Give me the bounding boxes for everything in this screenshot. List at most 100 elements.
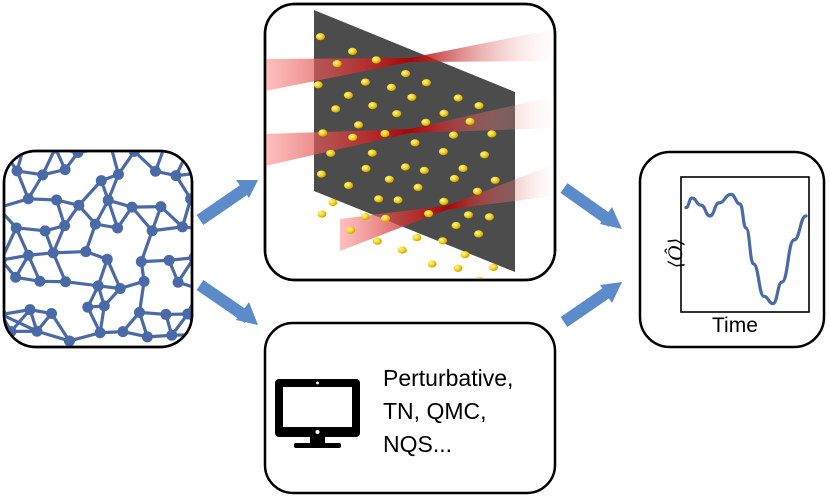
lattice-site	[160, 308, 172, 320]
flow-arrows	[196, 180, 622, 327]
atom	[412, 234, 422, 242]
atom	[367, 149, 377, 157]
atom	[460, 251, 470, 259]
atom	[360, 78, 370, 86]
atom	[384, 175, 394, 183]
lattice-site	[82, 301, 94, 313]
lattice-site	[198, 223, 209, 234]
atom	[380, 130, 390, 138]
atom	[487, 130, 497, 138]
atom	[371, 56, 381, 64]
lattice-bond	[194, 229, 203, 258]
lattice-bond	[5, 227, 18, 261]
atom	[449, 131, 458, 139]
atom	[453, 264, 463, 272]
laser-beam	[447, 164, 555, 210]
observable-curve	[684, 192, 808, 306]
atom	[381, 214, 391, 222]
laser-beam	[410, 96, 555, 133]
lattice-bond	[166, 143, 191, 145]
lattice-site	[98, 300, 110, 312]
numerical-methods-panel	[263, 321, 557, 495]
atom	[393, 196, 403, 204]
atom	[421, 79, 431, 87]
lattice-site	[135, 256, 147, 268]
lattice-site	[10, 222, 22, 234]
lattice-site	[188, 252, 191, 264]
atom	[318, 129, 328, 137]
atom	[331, 105, 341, 113]
arrow-lattice-to-simulator	[196, 182, 252, 225]
lattice-bond	[194, 258, 199, 289]
atom	[374, 195, 384, 203]
methods-panel-frame	[263, 321, 557, 495]
lattice-site	[22, 193, 34, 205]
lattice-site	[46, 308, 58, 320]
laser-beam	[265, 129, 410, 166]
lattice-site	[112, 222, 124, 234]
atom	[313, 81, 323, 89]
lattice-site	[176, 221, 188, 233]
lattice-site	[170, 170, 182, 182]
arrow-methods-to-observable	[560, 284, 616, 327]
lattice-site	[201, 167, 212, 178]
atom	[400, 163, 410, 171]
atom	[465, 117, 475, 125]
lattice-site	[138, 275, 150, 287]
atom	[427, 260, 437, 268]
lattice-site	[102, 194, 114, 206]
atom	[439, 197, 449, 205]
lattice-site	[94, 327, 106, 339]
atom	[328, 198, 338, 207]
lattice-site	[92, 280, 104, 292]
lattice-site	[166, 329, 178, 341]
lattice-panel	[2, 137, 212, 349]
lattice-site	[60, 276, 72, 288]
lattice-site	[185, 193, 191, 205]
lattice-site	[24, 304, 36, 316]
atom	[474, 276, 484, 280]
atom-array	[313, 33, 500, 280]
atom	[326, 149, 336, 157]
time-axis-label: Time	[712, 314, 758, 337]
atom	[439, 109, 449, 117]
lattice-site	[39, 225, 51, 237]
atom	[438, 237, 448, 245]
lattice-site	[141, 331, 153, 343]
lattice-site	[101, 253, 113, 265]
lattice-bond	[24, 145, 55, 148]
lattice-site	[128, 152, 140, 157]
atom	[474, 230, 484, 238]
arrow-lattice-to-methods	[196, 280, 252, 323]
atom	[489, 263, 498, 271]
atom	[397, 246, 407, 254]
lattice-site	[126, 201, 138, 213]
atom	[474, 102, 484, 110]
lattice-site	[59, 220, 71, 232]
lattice-site	[114, 282, 126, 294]
lattice-site	[31, 325, 43, 337]
arrow-simulator-to-observable	[560, 183, 616, 227]
lattice-site	[34, 275, 46, 287]
lattice-site	[22, 249, 34, 261]
lattice-site	[163, 254, 175, 266]
atom	[463, 211, 473, 219]
atom	[453, 94, 463, 102]
observable-plot-axes	[680, 176, 810, 313]
atom	[413, 183, 423, 191]
lattice-bond	[77, 179, 103, 207]
lattice-site	[185, 139, 196, 150]
atom	[348, 133, 358, 141]
method-line-3: NQS...	[383, 431, 453, 457]
lattice-site	[117, 326, 129, 338]
atom	[449, 174, 459, 183]
lattice-site	[160, 137, 171, 148]
lattice-site	[149, 165, 161, 177]
lattice-bond	[36, 329, 70, 343]
atom	[484, 213, 494, 221]
lattice-site	[133, 306, 145, 318]
lattice-site	[89, 218, 101, 230]
methods-list: Perturbative, TN, QMC, NQS...	[383, 362, 513, 461]
atom	[361, 164, 371, 173]
lattice-site	[95, 175, 107, 187]
